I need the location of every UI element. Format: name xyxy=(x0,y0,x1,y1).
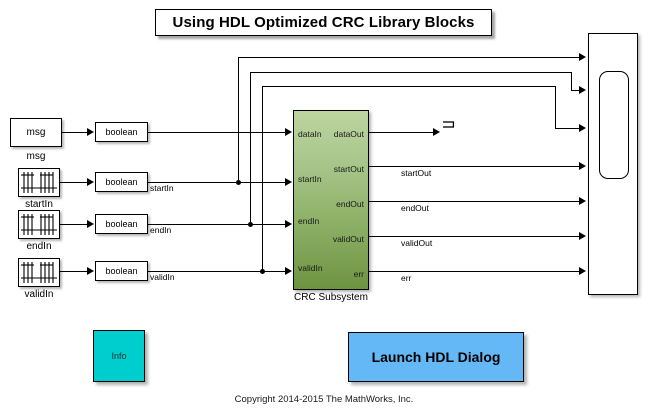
wire-feedback-endin-v xyxy=(250,72,252,224)
crc-port-in-endin: endIn xyxy=(298,216,320,226)
source-label-endin: endIn xyxy=(26,241,52,252)
info-button[interactable]: Info xyxy=(93,330,145,382)
signal-label-endin: endIn xyxy=(150,225,172,235)
wire-arrow xyxy=(579,196,586,205)
wire-arrow xyxy=(579,123,586,132)
converter-text: boolean xyxy=(105,266,138,276)
wire-feedback-endin-drop xyxy=(571,72,573,90)
copyright-text: Copyright 2014-2015 The MathWorks, Inc. xyxy=(234,394,414,405)
wire-validout xyxy=(369,235,581,237)
wire-feedback-validin-h2 xyxy=(555,127,580,129)
wire-arrow xyxy=(579,52,586,61)
wire-arrow xyxy=(87,219,94,228)
wire-arrow xyxy=(579,266,586,275)
crc-subsystem-block[interactable]: dataIn startIn endIn validIn dataOut sta… xyxy=(293,110,369,290)
source-label-validin: validIn xyxy=(24,289,54,300)
data-type-conversion-startin[interactable]: boolean xyxy=(95,172,148,192)
wire-dataout-to-terminator xyxy=(369,131,435,133)
signal-label-validin: validIn xyxy=(150,272,175,282)
launch-hdl-dialog-label: Launch HDL Dialog xyxy=(371,349,501,365)
data-type-conversion-msg[interactable]: boolean xyxy=(95,122,148,142)
page-title: Using HDL Optimized CRC Library Blocks xyxy=(172,14,475,31)
crc-port-in-datain: dataIn xyxy=(298,129,322,139)
converter-text: boolean xyxy=(105,219,138,229)
source-block-msg[interactable]: msg xyxy=(10,118,62,147)
launch-hdl-dialog-button[interactable]: Launch HDL Dialog xyxy=(348,332,524,382)
signal-builder-icon-endin[interactable] xyxy=(18,210,60,239)
wire-arrow xyxy=(285,219,292,228)
wire-arrow xyxy=(87,266,94,275)
source-block-msg-text: msg xyxy=(26,127,46,138)
wire-arrow xyxy=(285,177,292,186)
signal-builder-icon xyxy=(21,172,57,193)
signal-builder-icon xyxy=(21,214,57,235)
wire-endin-to-conv xyxy=(60,223,88,225)
terminator-block[interactable] xyxy=(443,120,456,133)
signal-label-endout: endOut xyxy=(401,203,429,213)
wire-conv-to-datain xyxy=(148,131,286,133)
wire-feedback-validin-h xyxy=(262,85,556,87)
wire-conv-to-validin xyxy=(148,270,286,272)
crc-port-in-startin: startIn xyxy=(298,174,322,184)
crc-port-out-startout: startOut xyxy=(333,164,364,174)
crc-port-in-validin: validIn xyxy=(298,263,323,273)
crc-port-out-dataout: dataOut xyxy=(333,129,364,139)
data-type-conversion-validin[interactable]: boolean xyxy=(95,261,148,281)
signal-label-startin: startIn xyxy=(150,183,174,193)
signal-junction-endin xyxy=(248,221,253,227)
wire-msg-to-conv xyxy=(62,131,88,133)
crc-port-out-err: err xyxy=(353,269,364,279)
wire-arrow xyxy=(285,266,292,275)
wire-arrow xyxy=(579,85,586,94)
wire-startout xyxy=(369,165,581,167)
wire-arrow xyxy=(285,127,292,136)
info-button-label: Info xyxy=(111,351,127,361)
data-type-conversion-endin[interactable]: boolean xyxy=(95,214,148,234)
scope-block[interactable] xyxy=(588,33,638,295)
wire-feedback-endin-h2 xyxy=(571,89,580,91)
wire-startin-to-conv xyxy=(60,181,88,183)
wire-err xyxy=(369,270,581,272)
crc-port-out-validout: validOut xyxy=(332,234,364,244)
signal-label-err: err xyxy=(401,273,412,283)
wire-feedback-validin-v xyxy=(262,86,264,271)
wire-endout xyxy=(369,200,581,202)
wire-feedback-validin-drop xyxy=(555,86,557,128)
wire-feedback-endin-h xyxy=(250,71,572,73)
signal-builder-icon-startin[interactable] xyxy=(18,168,60,197)
wire-feedback-startin-v xyxy=(238,57,240,182)
wire-validin-to-conv xyxy=(60,270,88,272)
source-label-startin: startIn xyxy=(25,199,53,210)
scope-screen-icon xyxy=(599,71,629,179)
wire-arrow xyxy=(87,127,94,136)
wire-conv-to-endin xyxy=(148,223,286,225)
wire-feedback-startin-h xyxy=(238,56,580,58)
wire-arrow xyxy=(87,177,94,186)
signal-label-validout: validOut xyxy=(401,238,433,248)
terminator-icon xyxy=(443,121,455,128)
wire-arrow xyxy=(433,127,440,136)
wire-arrow xyxy=(579,231,586,240)
crc-port-out-endout: endOut xyxy=(336,199,364,209)
converter-text: boolean xyxy=(105,177,138,187)
wire-arrow xyxy=(579,161,586,170)
model-title-banner: Using HDL Optimized CRC Library Blocks xyxy=(155,9,492,36)
signal-builder-icon-validin[interactable] xyxy=(18,258,60,287)
converter-text: boolean xyxy=(105,127,138,137)
wire-conv-to-startin xyxy=(148,181,286,183)
signal-builder-icon xyxy=(21,262,57,283)
signal-junction-startin xyxy=(236,179,241,185)
signal-junction-validin xyxy=(260,268,265,274)
signal-label-startout: startOut xyxy=(401,168,432,178)
crc-subsystem-label: CRC Subsystem xyxy=(294,292,368,303)
source-label-msg: msg xyxy=(26,151,46,162)
